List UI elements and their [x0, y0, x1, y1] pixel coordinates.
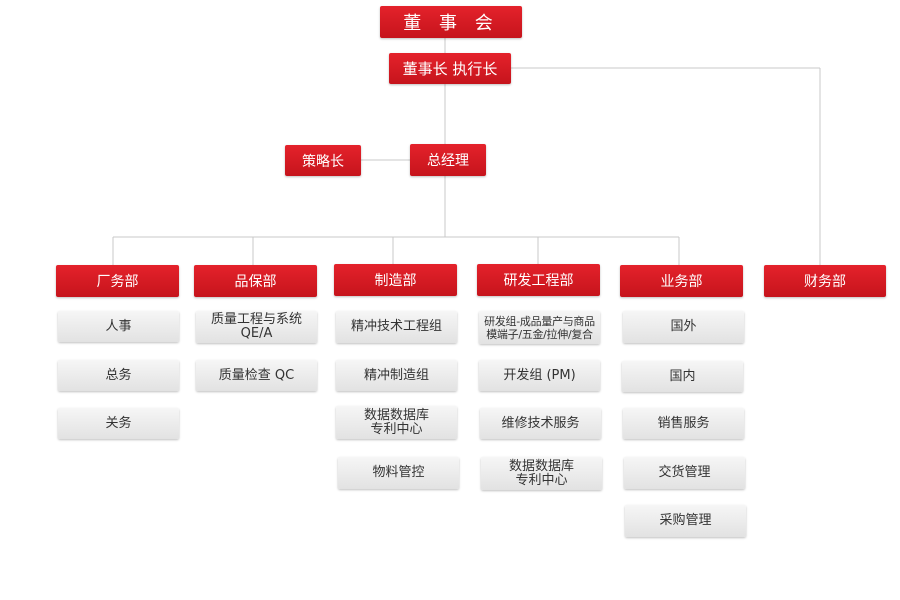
unit-label: 销售服务 [657, 415, 710, 431]
finance-dept-box: 财务部 [764, 265, 886, 297]
quality-unit-box: 质量工程与系统 QE/A [196, 311, 317, 343]
manufacturing-dept-label: 制造部 [374, 273, 417, 289]
unit-label: 国内 [669, 368, 696, 384]
unit-label-line2: 专利中心 [370, 421, 423, 437]
business-dept-box: 业务部 [620, 265, 743, 297]
manufacturing-unit-box: 物料管控 [338, 457, 459, 489]
unit-label-line2: 模端子/五金/拉伸/复合 [486, 327, 593, 341]
manufacturing-unit-box: 精冲制造组 [336, 360, 457, 391]
unit-label: 物料管控 [372, 465, 425, 480]
business-unit-box: 交货管理 [624, 457, 745, 489]
unit-label: 采购管理 [659, 513, 712, 528]
factory-dept-label: 厂务部 [96, 274, 139, 290]
factory-unit-box: 人事 [58, 311, 179, 342]
business-unit-box: 销售服务 [623, 408, 744, 439]
unit-label: 国外 [670, 319, 697, 334]
unit-label-line2: 专利中心 [515, 472, 568, 488]
unit-label: 精冲制造组 [363, 367, 429, 383]
unit-label: 质量检查 QC [218, 367, 295, 383]
business-unit-box: 采购管理 [625, 505, 746, 537]
quality-dept-box: 品保部 [194, 265, 317, 297]
factory-dept-box: 厂务部 [56, 265, 179, 297]
quality-unit-box: 质量检查 QC [196, 360, 317, 391]
strategy-officer-box: 策略长 [285, 145, 361, 176]
general-manager-box: 总经理 [410, 144, 486, 176]
board-of-directors-box: 董 事 会 [380, 6, 522, 38]
chairman-ceo-box: 董事长 执行长 [389, 53, 511, 84]
unit-label: 开发组 (PM) [503, 367, 576, 383]
business-dept-label: 业务部 [660, 274, 703, 290]
unit-label: 总务 [105, 367, 132, 383]
finance-dept-label: 财务部 [804, 274, 846, 290]
manufacturing-dept-box: 制造部 [334, 264, 457, 296]
manufacturing-unit-box: 数据数据库 专利中心 [336, 406, 457, 439]
unit-label-line2: QE/A [240, 326, 273, 341]
manufacturing-unit-box: 精冲技术工程组 [336, 311, 457, 343]
quality-dept-label: 品保部 [234, 274, 277, 290]
unit-label: 维修技术服务 [501, 415, 580, 431]
business-unit-box: 国外 [623, 311, 744, 343]
rnd-unit-box: 研发组-成品量产与商品 模端子/五金/拉伸/复合 [479, 311, 600, 344]
unit-label: 关务 [105, 415, 132, 431]
rnd-unit-box: 维修技术服务 [480, 408, 601, 439]
factory-unit-box: 关务 [58, 408, 179, 439]
unit-label-line1: 数据数据库 [363, 407, 429, 423]
board-label: 董 事 会 [403, 13, 499, 34]
unit-label-line1: 质量工程与系统 [210, 312, 302, 327]
strategy-label: 策略长 [302, 153, 344, 170]
unit-label: 精冲技术工程组 [350, 319, 442, 334]
chairman-label: 董事长 执行长 [402, 60, 498, 78]
factory-unit-box: 总务 [58, 360, 179, 391]
unit-label: 人事 [105, 318, 132, 334]
unit-label-line1: 数据数据库 [508, 458, 574, 474]
unit-label-line1: 研发组-成品量产与商品 [484, 314, 595, 328]
rnd-unit-box: 开发组 (PM) [479, 360, 600, 391]
gm-label: 总经理 [427, 153, 469, 169]
business-unit-box: 国内 [622, 361, 743, 392]
rnd-dept-box: 研发工程部 [477, 264, 600, 296]
rnd-unit-box: 数据数据库 专利中心 [481, 457, 602, 490]
rnd-dept-label: 研发工程部 [503, 273, 574, 289]
unit-label: 交货管理 [658, 465, 711, 480]
